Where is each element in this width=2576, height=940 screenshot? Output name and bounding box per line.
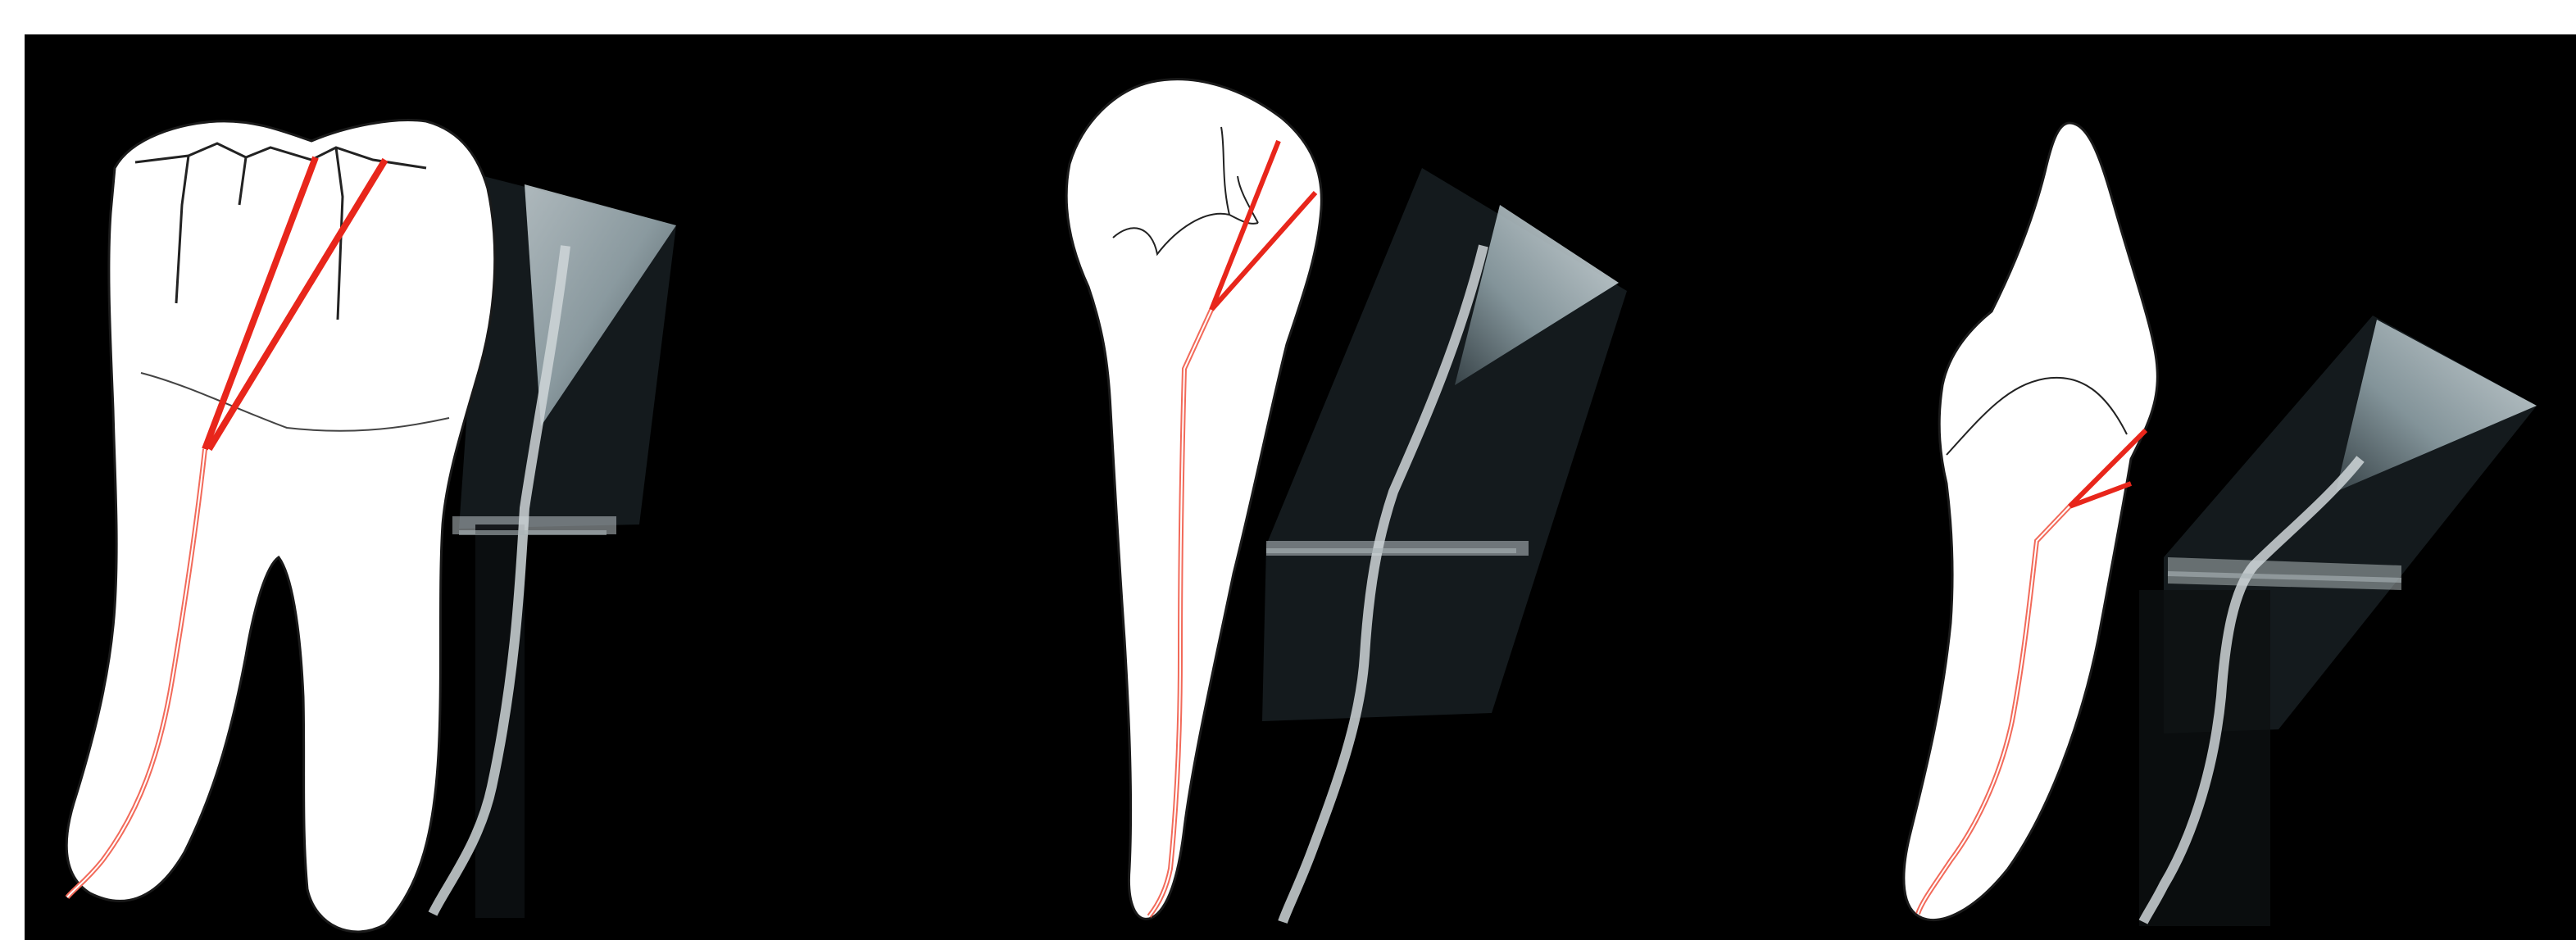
figure-frame [0, 0, 2576, 940]
figure-canvas [0, 0, 2576, 940]
